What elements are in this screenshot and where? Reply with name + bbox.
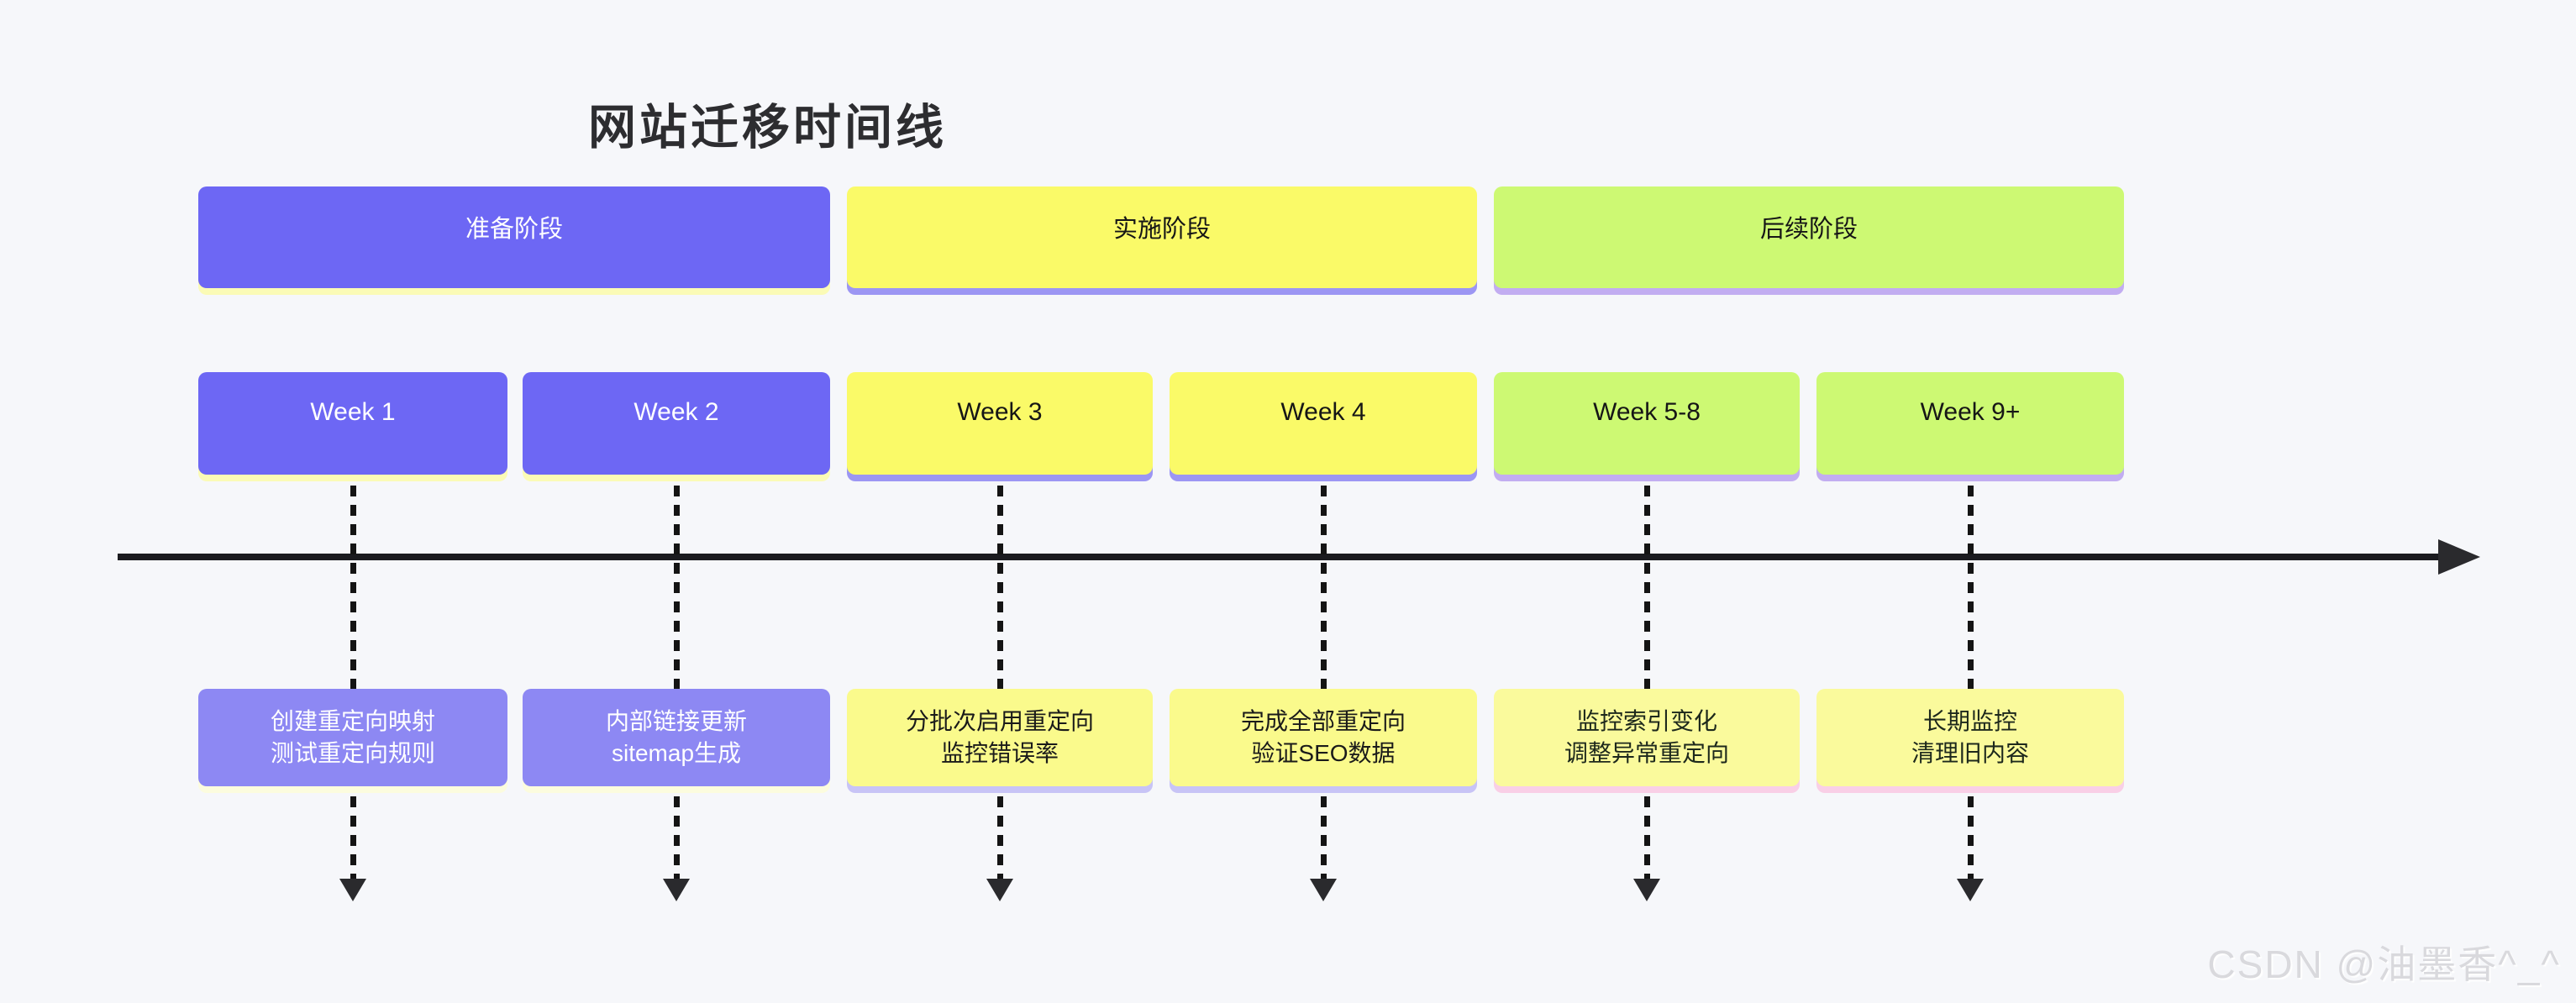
task-line: 长期监控 (1922, 708, 2017, 734)
task-line: 分批次启用重定向 (905, 708, 1094, 734)
task-line: 创建重定向映射 (270, 708, 435, 734)
task-line: 测试重定向规则 (270, 740, 435, 766)
dashed-connector (674, 796, 680, 880)
task-line: 内部链接更新 (605, 708, 747, 734)
phase-label: 后续阶段 (1759, 215, 1858, 243)
week-box-1: Week 1 (198, 372, 507, 475)
down-arrowhead-icon (339, 879, 366, 901)
dashed-connector (1968, 486, 1974, 689)
down-arrowhead-icon (1633, 879, 1660, 901)
week-label: Week 3 (957, 398, 1043, 426)
phase-bar-preparation: 准备阶段 (198, 186, 830, 288)
task-box-week3: 分批次启用重定向 监控错误率 (847, 689, 1153, 786)
page-title: 网站迁移时间线 (588, 101, 947, 155)
week-label: Week 4 (1280, 398, 1366, 426)
week-label: Week 1 (310, 398, 396, 426)
task-box-week5-8: 监控索引变化 调整异常重定向 (1494, 689, 1800, 786)
dashed-connector (350, 486, 356, 689)
dashed-connector (674, 486, 680, 689)
down-arrowhead-icon (1310, 879, 1337, 901)
down-arrowhead-icon (663, 879, 690, 901)
week-label: Week 2 (633, 398, 719, 426)
task-line: 清理旧内容 (1911, 740, 2029, 766)
phase-label: 准备阶段 (465, 215, 563, 243)
dashed-connector (1644, 486, 1650, 689)
dashed-connector (1644, 796, 1650, 880)
dashed-connector (1321, 486, 1327, 689)
dashed-connector (997, 796, 1003, 880)
csdn-watermark: CSDN @油墨香^_^ (2207, 943, 2561, 986)
task-line: 完成全部重定向 (1240, 708, 1406, 734)
axis-arrowhead-icon (2438, 539, 2480, 575)
week-label: Week 9+ (1920, 398, 2021, 426)
dashed-connector (1968, 796, 1974, 880)
task-line: 监控索引变化 (1575, 708, 1717, 734)
task-box-week9plus: 长期监控 清理旧内容 (1816, 689, 2124, 786)
dashed-connector (350, 796, 356, 880)
week-box-5-8: Week 5-8 (1494, 372, 1800, 475)
phase-bar-implementation: 实施阶段 (847, 186, 1477, 288)
task-box-week4: 完成全部重定向 验证SEO数据 (1170, 689, 1477, 786)
task-line: sitemap生成 (611, 740, 742, 766)
phase-bar-followup: 后续阶段 (1494, 186, 2124, 288)
week-box-3: Week 3 (847, 372, 1153, 475)
week-box-9plus: Week 9+ (1816, 372, 2124, 475)
phase-label: 实施阶段 (1112, 215, 1211, 243)
timeline-axis (118, 554, 2442, 560)
down-arrowhead-icon (986, 879, 1013, 901)
week-box-4: Week 4 (1170, 372, 1477, 475)
task-box-week2: 内部链接更新 sitemap生成 (523, 689, 830, 786)
dashed-connector (997, 486, 1003, 689)
task-box-week1: 创建重定向映射 测试重定向规则 (198, 689, 507, 786)
task-line: 监控错误率 (940, 740, 1059, 766)
down-arrowhead-icon (1957, 879, 1984, 901)
task-line: 调整异常重定向 (1564, 740, 1729, 766)
dashed-connector (1321, 796, 1327, 880)
week-box-2: Week 2 (523, 372, 830, 475)
week-label: Week 5-8 (1593, 398, 1701, 426)
task-line: 验证SEO数据 (1251, 740, 1396, 766)
